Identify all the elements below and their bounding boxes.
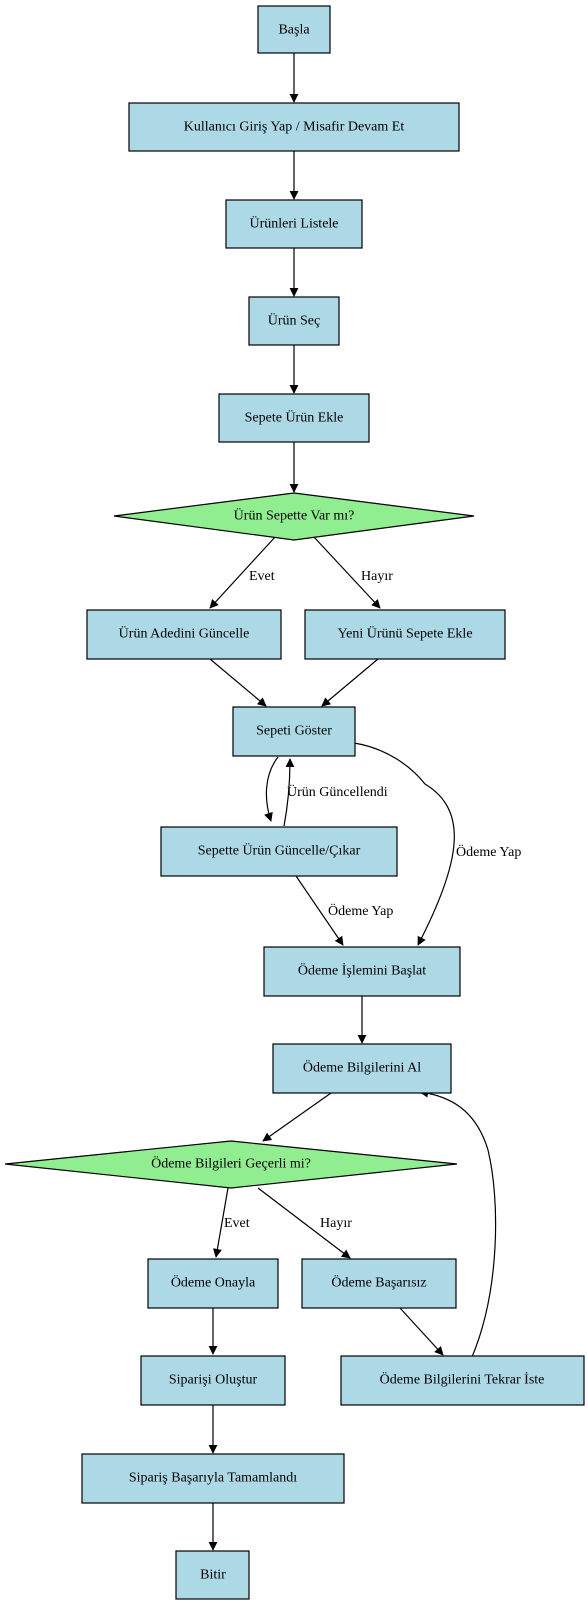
node-payment-valid-decision-label: Ödeme Bilgileri Geçerli mi? [151, 1155, 311, 1172]
node-start [257, 5, 331, 54]
node-list-products-label: Ürünleri Listele [249, 215, 338, 232]
node-add-new-product [304, 609, 506, 660]
edge-add-new-show-cart [321, 658, 379, 707]
node-create-order-label: Siparişi Oluştur [169, 1373, 258, 1388]
node-show-cart-label: Sepeti Göster [256, 724, 332, 739]
edge-show-cart-start-payment [353, 742, 455, 946]
node-confirm-payment-label: Ödeme Onayla [171, 1274, 256, 1291]
node-update-quantity-label: Ürün Adedini Güncelle [119, 625, 250, 642]
node-get-payment-info-label: Ödeme Bilgilerini Al [303, 1059, 421, 1076]
node-request-payment-again [340, 1355, 585, 1406]
edge-label-valid-yes: Evet [224, 1216, 250, 1231]
node-list-products [225, 199, 363, 249]
node-add-to-cart-label: Sepete Ürün Ekle [245, 409, 344, 426]
node-login-label: Kullanıcı Giriş Yap / Misafir Devam Et [184, 120, 405, 135]
node-add-to-cart [218, 393, 370, 443]
edge-failed-request-again [399, 1307, 444, 1356]
node-login [128, 102, 460, 152]
node-payment-failed-label: Ödeme Başarısız [331, 1274, 426, 1291]
node-add-new-product-label: Yeni Ürünü Sepete Ekle [337, 625, 472, 642]
node-start-label: Başla [278, 23, 310, 38]
node-end [175, 1550, 250, 1600]
edge-decision-failed [257, 1187, 351, 1259]
node-end-label: Bitir [200, 1568, 226, 1583]
edge-label-in-cart-yes: Evet [249, 569, 275, 584]
edge-label-in-cart-no: Hayır [361, 569, 393, 584]
node-confirm-payment [147, 1258, 279, 1309]
edge-show-cart-cart-update [264, 756, 279, 822]
node-start-payment-label: Ödeme İşlemini Başlat [298, 962, 426, 979]
node-cart-update-remove [160, 826, 398, 877]
edge-label-checkout-from-update: Ödeme Yap [328, 902, 393, 919]
node-show-cart [232, 706, 356, 757]
edge-label-valid-no: Hayır [320, 1216, 352, 1231]
edge-label-product-updated: Ürün Güncellendi [287, 783, 388, 800]
node-order-completed [81, 1453, 345, 1504]
node-payment-valid-decision [4, 1140, 458, 1189]
edge-request-again-get-info [419, 1088, 497, 1358]
node-select-product [248, 296, 340, 346]
node-cart-update-remove-label: Sepette Ürün Güncelle/Çıkar [198, 842, 361, 859]
edge-decision-confirm [212, 1187, 229, 1258]
edge-cart-update-start-payment [295, 875, 344, 946]
node-payment-failed [301, 1258, 457, 1309]
node-select-product-label: Ürün Seç [268, 312, 321, 329]
edge-decision-update-qty [209, 535, 277, 609]
edge-decision-add-new [312, 535, 381, 609]
node-request-payment-again-label: Ödeme Bilgilerini Tekrar İste [380, 1371, 545, 1388]
node-create-order [140, 1355, 286, 1406]
node-get-payment-info [272, 1043, 452, 1094]
node-update-quantity [86, 609, 282, 660]
node-start-payment [263, 946, 461, 997]
node-in-cart-decision [113, 492, 475, 541]
node-in-cart-decision-label: Ürün Sepette Var mı? [234, 507, 355, 524]
node-order-completed-label: Sipariş Başarıyla Tamamlandı [129, 1471, 297, 1486]
edge-get-info-decision [262, 1092, 332, 1142]
edge-update-qty-show-cart [209, 658, 267, 707]
edge-cart-update-show-cart [283, 758, 295, 827]
edge-label-checkout-from-cart: Ödeme Yap [456, 843, 521, 860]
